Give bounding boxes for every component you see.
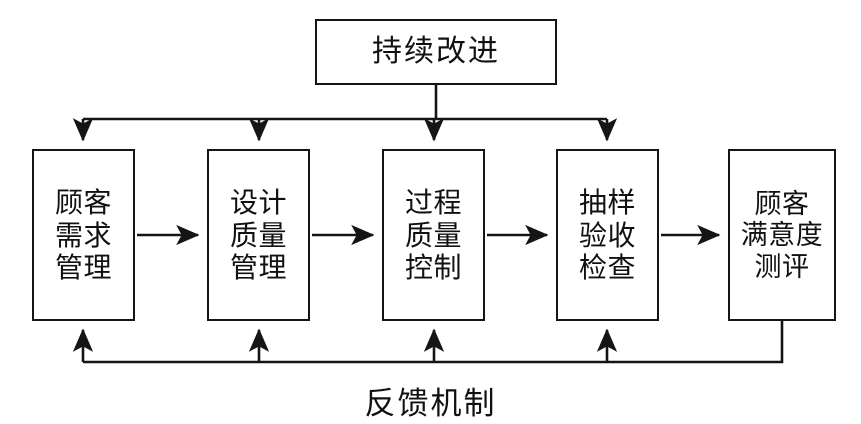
node-label-line: 过程 xyxy=(404,186,462,220)
node-label-line: 质量 xyxy=(404,218,462,252)
connector-feedback-bus xyxy=(83,321,784,364)
node-customer-satisfaction-evaluation: 顾客 满意度 测评 xyxy=(728,149,836,321)
node-label-line: 顾客 xyxy=(754,189,810,221)
node-label-line: 持续改进 xyxy=(372,33,500,69)
node-label-line: 验收 xyxy=(578,218,636,252)
node-label-line: 满意度 xyxy=(740,220,824,252)
node-label-line: 控制 xyxy=(404,251,462,285)
node-label-line: 设计 xyxy=(229,186,287,220)
node-label-line: 质量 xyxy=(229,218,287,252)
node-design-quality-management: 设计 质量 管理 xyxy=(207,149,310,321)
node-process-quality-control: 过程 质量 控制 xyxy=(382,149,485,321)
node-label-line: 管理 xyxy=(54,251,112,285)
node-customer-requirement-management: 顾客 需求 管理 xyxy=(32,149,135,321)
node-label-line: 检查 xyxy=(578,251,636,285)
node-label-line: 抽样 xyxy=(578,186,636,220)
node-label-line: 顾客 xyxy=(54,186,112,220)
feedback-mechanism-caption: 反馈机制 xyxy=(364,386,497,422)
node-sampling-acceptance-inspection: 抽样 验收 检查 xyxy=(556,149,659,321)
node-continuous-improvement: 持续改进 xyxy=(315,19,557,85)
node-label-line: 需求 xyxy=(54,218,112,252)
node-label-line: 测评 xyxy=(754,251,810,283)
node-label-line: 管理 xyxy=(229,251,287,285)
